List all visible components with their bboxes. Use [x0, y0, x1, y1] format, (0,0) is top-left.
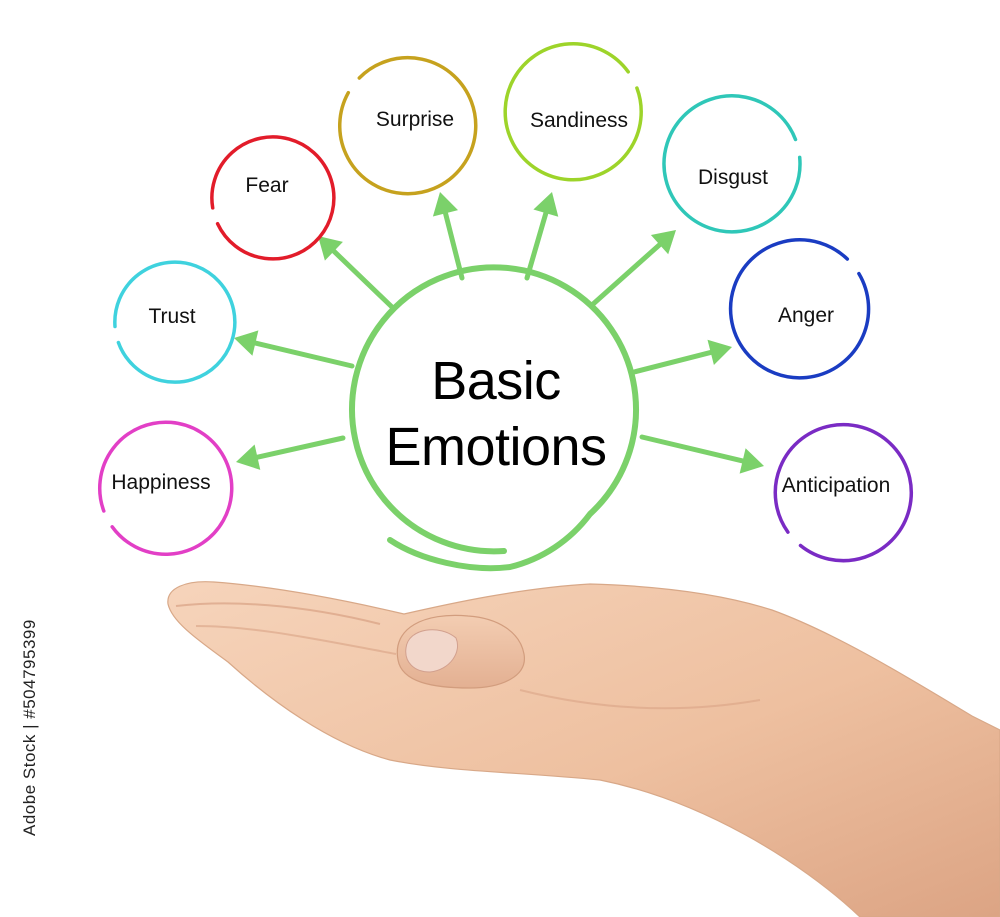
arrow-head-trust [234, 330, 259, 356]
arrow-shaft-happiness [255, 435, 346, 460]
emotion-label-anticipation: Anticipation [781, 474, 891, 497]
emotion-label-happiness: Happiness [111, 471, 211, 494]
emotion-ring-disgust [662, 94, 802, 234]
arrow-shaft-anger [631, 349, 714, 375]
emotion-label-trust: Trust [148, 305, 196, 328]
rings-layer [98, 42, 913, 563]
index-finger-crease [175, 602, 381, 625]
open-palm-hand-image [167, 581, 1000, 917]
center-title-line2: Emotions [385, 417, 607, 477]
arrow-head-sandiness [533, 192, 559, 217]
arrow-shaft-trust [252, 340, 355, 369]
arrow-head-anticipation [739, 448, 764, 474]
arrow-head-anger [707, 339, 732, 365]
emotion-ring-happiness [98, 420, 234, 556]
emotion-label-disgust: Disgust [697, 166, 769, 189]
center-circle-ring [349, 264, 640, 572]
arrow-head-happiness [236, 444, 261, 470]
finger-crease [195, 625, 397, 655]
center-title-line1: Basic [431, 351, 561, 411]
emotion-ring-anger [728, 238, 871, 380]
thumb-nail [405, 629, 458, 673]
emotion-label-anger: Anger [777, 304, 835, 327]
arrow-shaft-surprise [443, 210, 465, 281]
arrows-layer [234, 192, 764, 474]
stock-watermark: Adobe Stock | #504795399 [20, 619, 39, 836]
emotion-label-surprise: Surprise [375, 108, 455, 131]
emotion-ring-anticipation [773, 422, 913, 563]
emotion-label-sandiness: Sandiness [529, 109, 629, 132]
emotion-ring-sandiness [503, 42, 643, 182]
arrow-head-surprise [432, 192, 458, 217]
arrow-head-disgust [650, 230, 676, 255]
arrow-shaft-fear [331, 248, 396, 311]
center-title: Basic Emotions [385, 348, 607, 480]
emotion-ring-trust [113, 260, 237, 384]
emotion-ring-surprise [337, 55, 478, 196]
arrow-head-fear [318, 236, 343, 261]
hand-shape [167, 581, 1000, 917]
emotion-label-fear: Fear [245, 174, 289, 197]
emotion-ring-fear [210, 135, 336, 261]
arrow-shaft-sandiness [524, 210, 549, 281]
arrow-shaft-disgust [589, 242, 663, 308]
arrow-shaft-anticipation [639, 434, 746, 464]
palm-crease [519, 689, 761, 710]
